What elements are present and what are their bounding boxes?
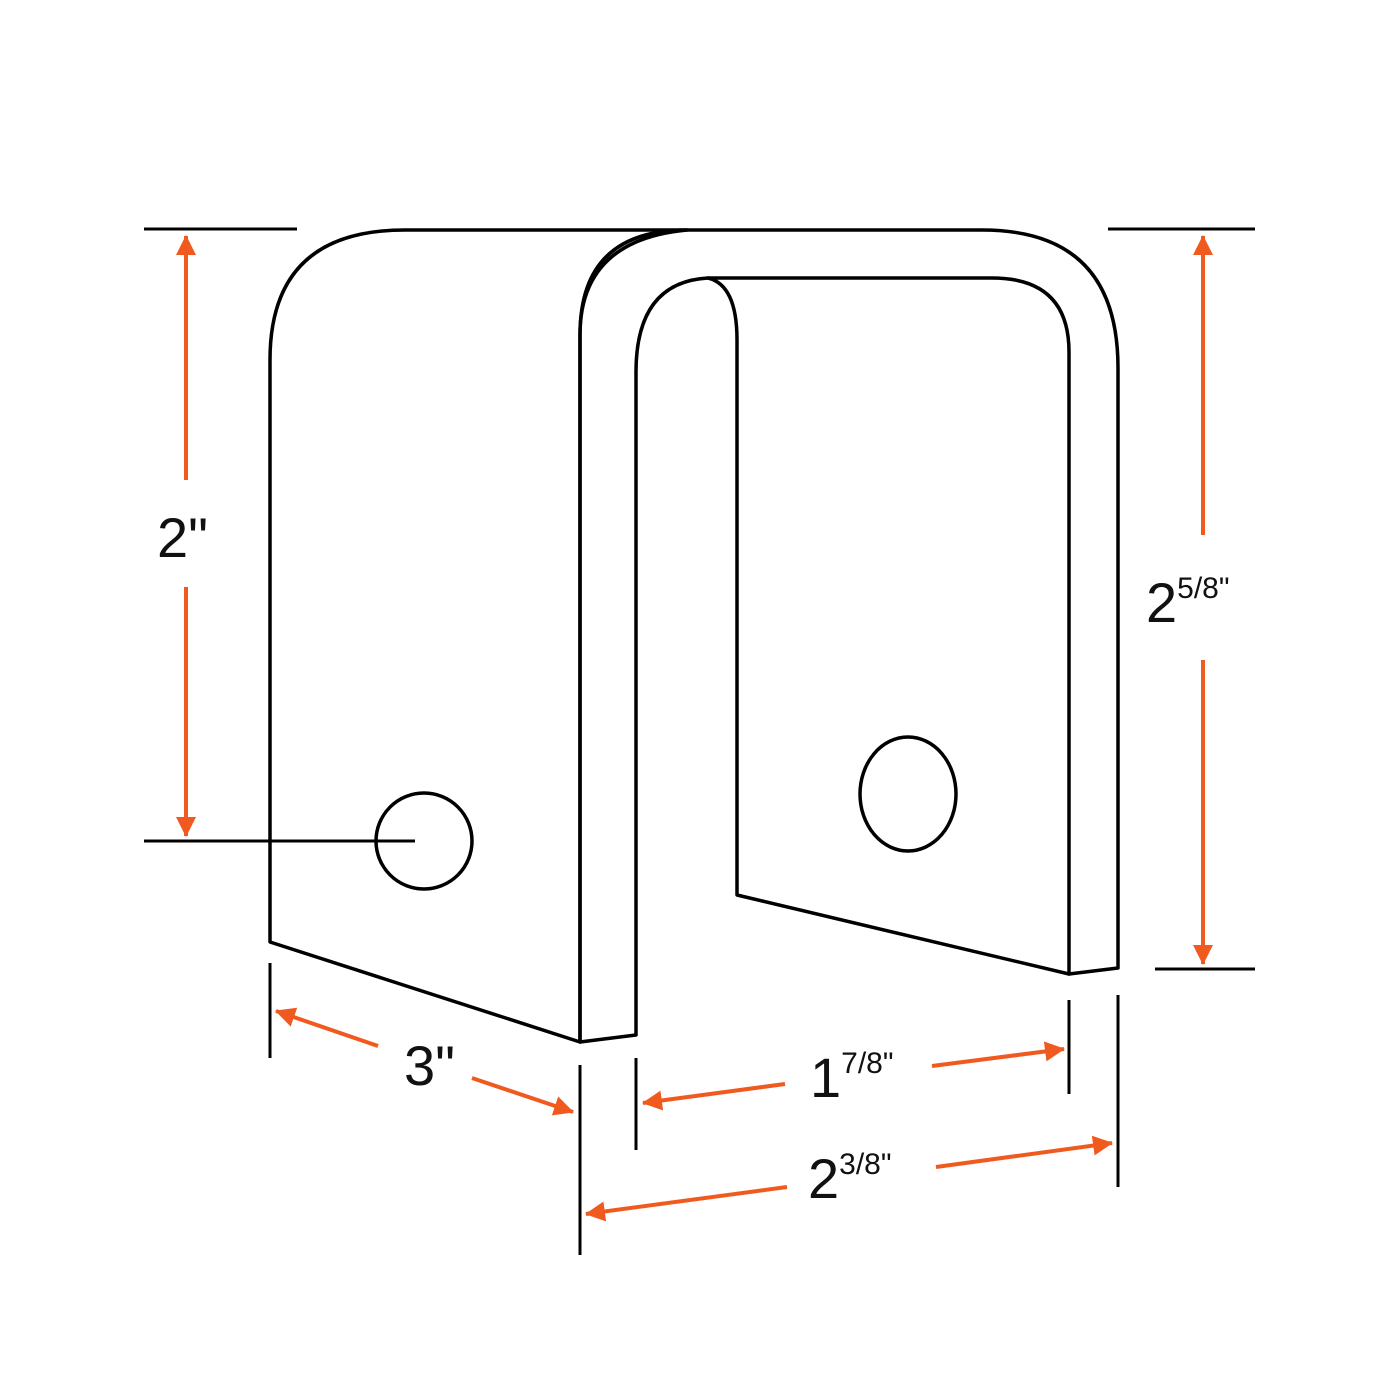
depth-arrow-right <box>471 1076 574 1116</box>
inner-width-arrow-left <box>642 1082 786 1111</box>
right-hole <box>858 735 958 853</box>
extension-lines <box>144 227 1255 1255</box>
inner-width-arrow-right <box>931 1041 1065 1068</box>
outer-width-arrow-left <box>585 1185 788 1222</box>
outer-width-arrow-right <box>935 1135 1113 1169</box>
outer-width-label: 23/8" <box>808 1147 892 1210</box>
overall-height-label: 25/8" <box>1146 571 1230 634</box>
dimension-arrows <box>176 235 1213 1222</box>
hole-height-label: 2" <box>157 506 208 569</box>
depth-label: 3" <box>404 1034 455 1097</box>
inner-plate <box>706 276 1071 976</box>
bracket-outline <box>268 228 1120 1044</box>
depth-arrow-left <box>275 1007 379 1048</box>
inner-width-label: 17/8" <box>810 1046 894 1109</box>
left-plate <box>268 228 689 1044</box>
right-plate-face <box>578 228 1120 1044</box>
